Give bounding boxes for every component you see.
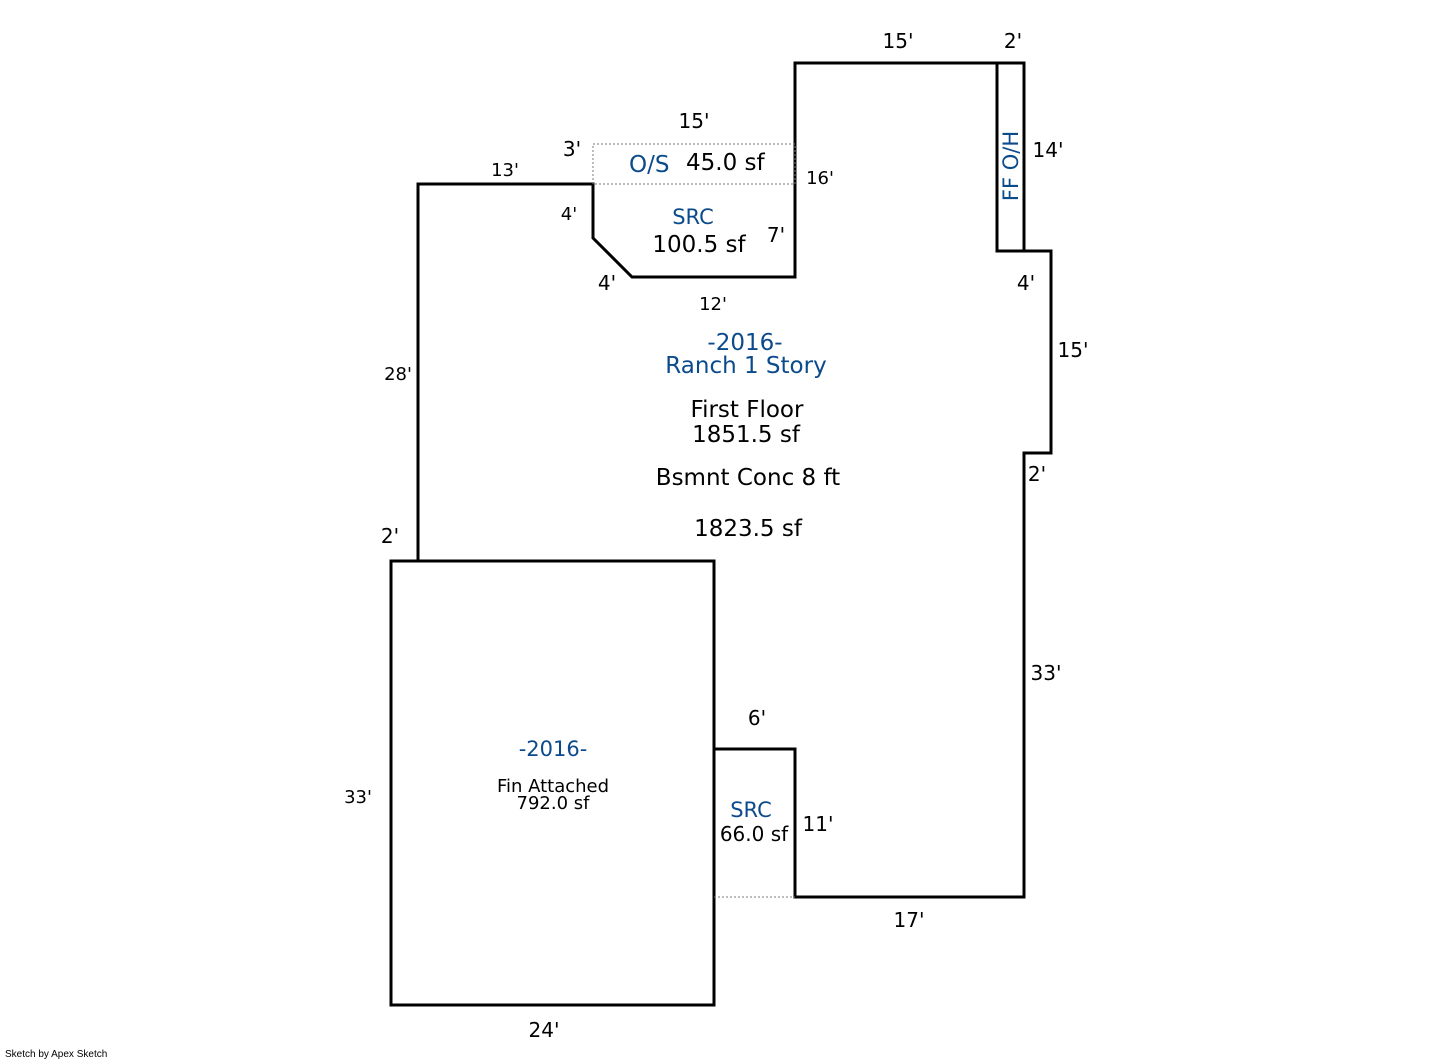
garage-area: 792.0 sf: [517, 793, 591, 814]
main-year: -2016-: [707, 330, 782, 356]
dim-east-upper: 15': [1058, 338, 1089, 362]
dim-ff-height: 14': [1033, 138, 1064, 162]
dim-ff-width: 2': [1004, 29, 1022, 53]
dim-garage-side: 33': [344, 787, 372, 808]
dim-west-jog: 2': [381, 524, 399, 548]
dim-src-east: 7': [767, 223, 785, 247]
basement-area: 1823.5 sf: [694, 516, 803, 542]
dim-top-right: 15': [883, 29, 914, 53]
dim-east-jog2: 2': [1028, 462, 1046, 486]
garage-type: Fin Attached: [497, 776, 609, 797]
os-label: O/S: [629, 152, 669, 178]
basement-label: Bsmnt Conc 8 ft: [656, 465, 840, 491]
credit-text: Sketch by Apex Sketch: [5, 1049, 107, 1060]
src-south-area: 66.0 sf: [720, 822, 789, 846]
dim-west-top: 13': [491, 160, 519, 181]
dim-src-bottom: 12': [699, 294, 727, 315]
dim-os-depth: 3': [563, 137, 581, 161]
os-outline: [592, 143, 796, 185]
dim-east-jog: 4': [1017, 271, 1035, 295]
dim-south: 17': [894, 908, 925, 932]
main-style: Ranch 1 Story: [665, 353, 826, 379]
dim-east-lower: 33': [1031, 661, 1062, 685]
dim-src-depth: 16': [806, 168, 834, 189]
ff-overhang-outline: [995, 61, 1026, 253]
dim-west-side: 28': [384, 364, 412, 385]
dim-src-west: 4': [561, 204, 577, 225]
os-area: 45.0 sf: [686, 150, 766, 176]
garage-outline: [389, 559, 716, 1007]
garage-year: -2016-: [519, 737, 588, 761]
ff-oh-label: FF O/H: [999, 131, 1023, 201]
dim-src2-top: 6': [748, 706, 766, 730]
main-floor: First Floor: [691, 397, 804, 423]
main-floor-area: 1851.5 sf: [692, 422, 801, 448]
dim-src2-side: 11': [803, 812, 834, 836]
src-south-label: SRC: [730, 798, 772, 822]
src-north-area: 100.5 sf: [652, 232, 746, 258]
dim-src-diag: 4': [598, 271, 616, 295]
dim-garage-bottom: 24': [529, 1018, 560, 1042]
dim-os-width: 15': [679, 109, 710, 133]
src-north-label: SRC: [672, 205, 714, 229]
